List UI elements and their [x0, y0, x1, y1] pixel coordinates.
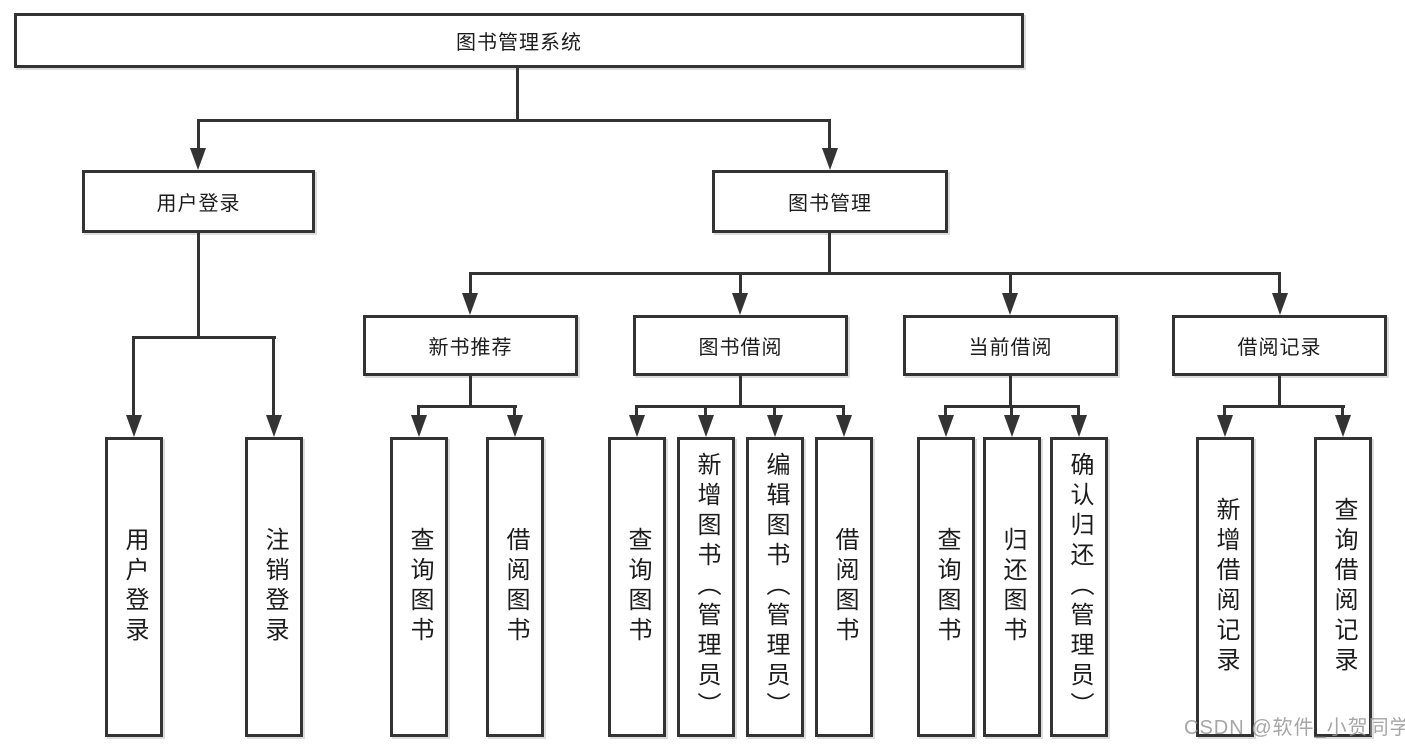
connector-line — [635, 405, 638, 417]
arrowhead-down-icon — [629, 415, 645, 437]
arrowhead-down-icon — [462, 293, 478, 315]
arrowhead-down-icon — [938, 415, 954, 437]
connector-line — [197, 233, 200, 336]
connector-line — [1223, 405, 1226, 417]
connector-line — [944, 405, 947, 417]
connector-line — [635, 405, 845, 408]
connector-line — [197, 119, 831, 122]
connector-line — [1009, 272, 1012, 295]
connector-line — [469, 272, 1281, 275]
connector-line — [704, 405, 707, 417]
arrowhead-down-icon — [732, 293, 748, 315]
arrowhead-down-icon — [411, 415, 427, 437]
arrowhead-down-icon — [1335, 415, 1351, 437]
connector-line — [828, 233, 831, 272]
csdn-watermark: CSDN @软件_小贺同学 — [1184, 717, 1405, 739]
arrowhead-down-icon — [507, 415, 523, 437]
connector-line — [132, 336, 276, 339]
arrowhead-down-icon — [836, 415, 852, 437]
arrowhead-down-icon — [1071, 415, 1087, 437]
connector-line — [272, 336, 275, 417]
node-user-login: 用户登录 — [82, 170, 315, 233]
connector-line — [197, 119, 200, 151]
leaf-borrow-books-borrowing: 借阅图书 — [815, 437, 873, 737]
connector-line — [417, 405, 517, 408]
node-new-book-recommend: 新书推荐 — [363, 315, 578, 376]
node-book-management: 图书管理 — [712, 170, 948, 233]
leaf-borrow-books-recommend: 借阅图书 — [486, 437, 544, 737]
leaf-logout: 注销登录 — [245, 437, 303, 737]
node-book-borrowing: 图书借阅 — [633, 315, 848, 376]
connector-line — [828, 119, 831, 151]
leaf-query-books-recommend: 查询图书 — [390, 437, 448, 737]
leaf-add-borrow-record: 新增借阅记录 — [1196, 437, 1254, 737]
node-library-system: 图书管理系统 — [14, 13, 1024, 68]
arrowhead-down-icon — [190, 148, 206, 170]
connector-line — [1009, 376, 1012, 405]
connector-line — [516, 68, 519, 119]
leaf-query-borrow-record: 查询借阅记录 — [1314, 437, 1372, 737]
arrowhead-down-icon — [1004, 415, 1020, 437]
leaf-confirm-return-admin: 确认归还（管理员） — [1050, 437, 1108, 737]
connector-line — [1341, 405, 1344, 417]
connector-line — [132, 336, 135, 417]
arrowhead-down-icon — [1002, 293, 1018, 315]
connector-line — [1223, 405, 1345, 408]
leaf-query-books-current: 查询图书 — [917, 437, 975, 737]
connector-line — [739, 376, 742, 405]
arrowhead-down-icon — [698, 415, 714, 437]
connector-line — [1278, 376, 1281, 405]
node-borrowing-records: 借阅记录 — [1172, 315, 1387, 376]
arrowhead-down-icon — [1272, 293, 1288, 315]
leaf-user-login: 用户登录 — [105, 437, 163, 737]
arrowhead-down-icon — [266, 415, 282, 437]
leaf-add-book-admin: 新增图书（管理员） — [677, 437, 735, 737]
connector-line — [1278, 272, 1281, 295]
connector-line — [739, 272, 742, 295]
arrowhead-down-icon — [126, 415, 142, 437]
connector-line — [513, 405, 516, 417]
connector-line — [469, 376, 472, 405]
connector-line — [469, 272, 472, 295]
arrowhead-down-icon — [822, 148, 838, 170]
leaf-return-books: 归还图书 — [983, 437, 1041, 737]
arrowhead-down-icon — [767, 415, 783, 437]
arrowhead-down-icon — [1217, 415, 1233, 437]
connector-line — [773, 405, 776, 417]
connector-line — [1010, 405, 1013, 417]
connector-line — [842, 405, 845, 417]
node-current-borrowing: 当前借阅 — [903, 315, 1118, 376]
connector-line — [1077, 405, 1080, 417]
leaf-query-books-borrowing: 查询图书 — [608, 437, 666, 737]
connector-line — [417, 405, 420, 417]
leaf-edit-book-admin: 编辑图书（管理员） — [746, 437, 804, 737]
